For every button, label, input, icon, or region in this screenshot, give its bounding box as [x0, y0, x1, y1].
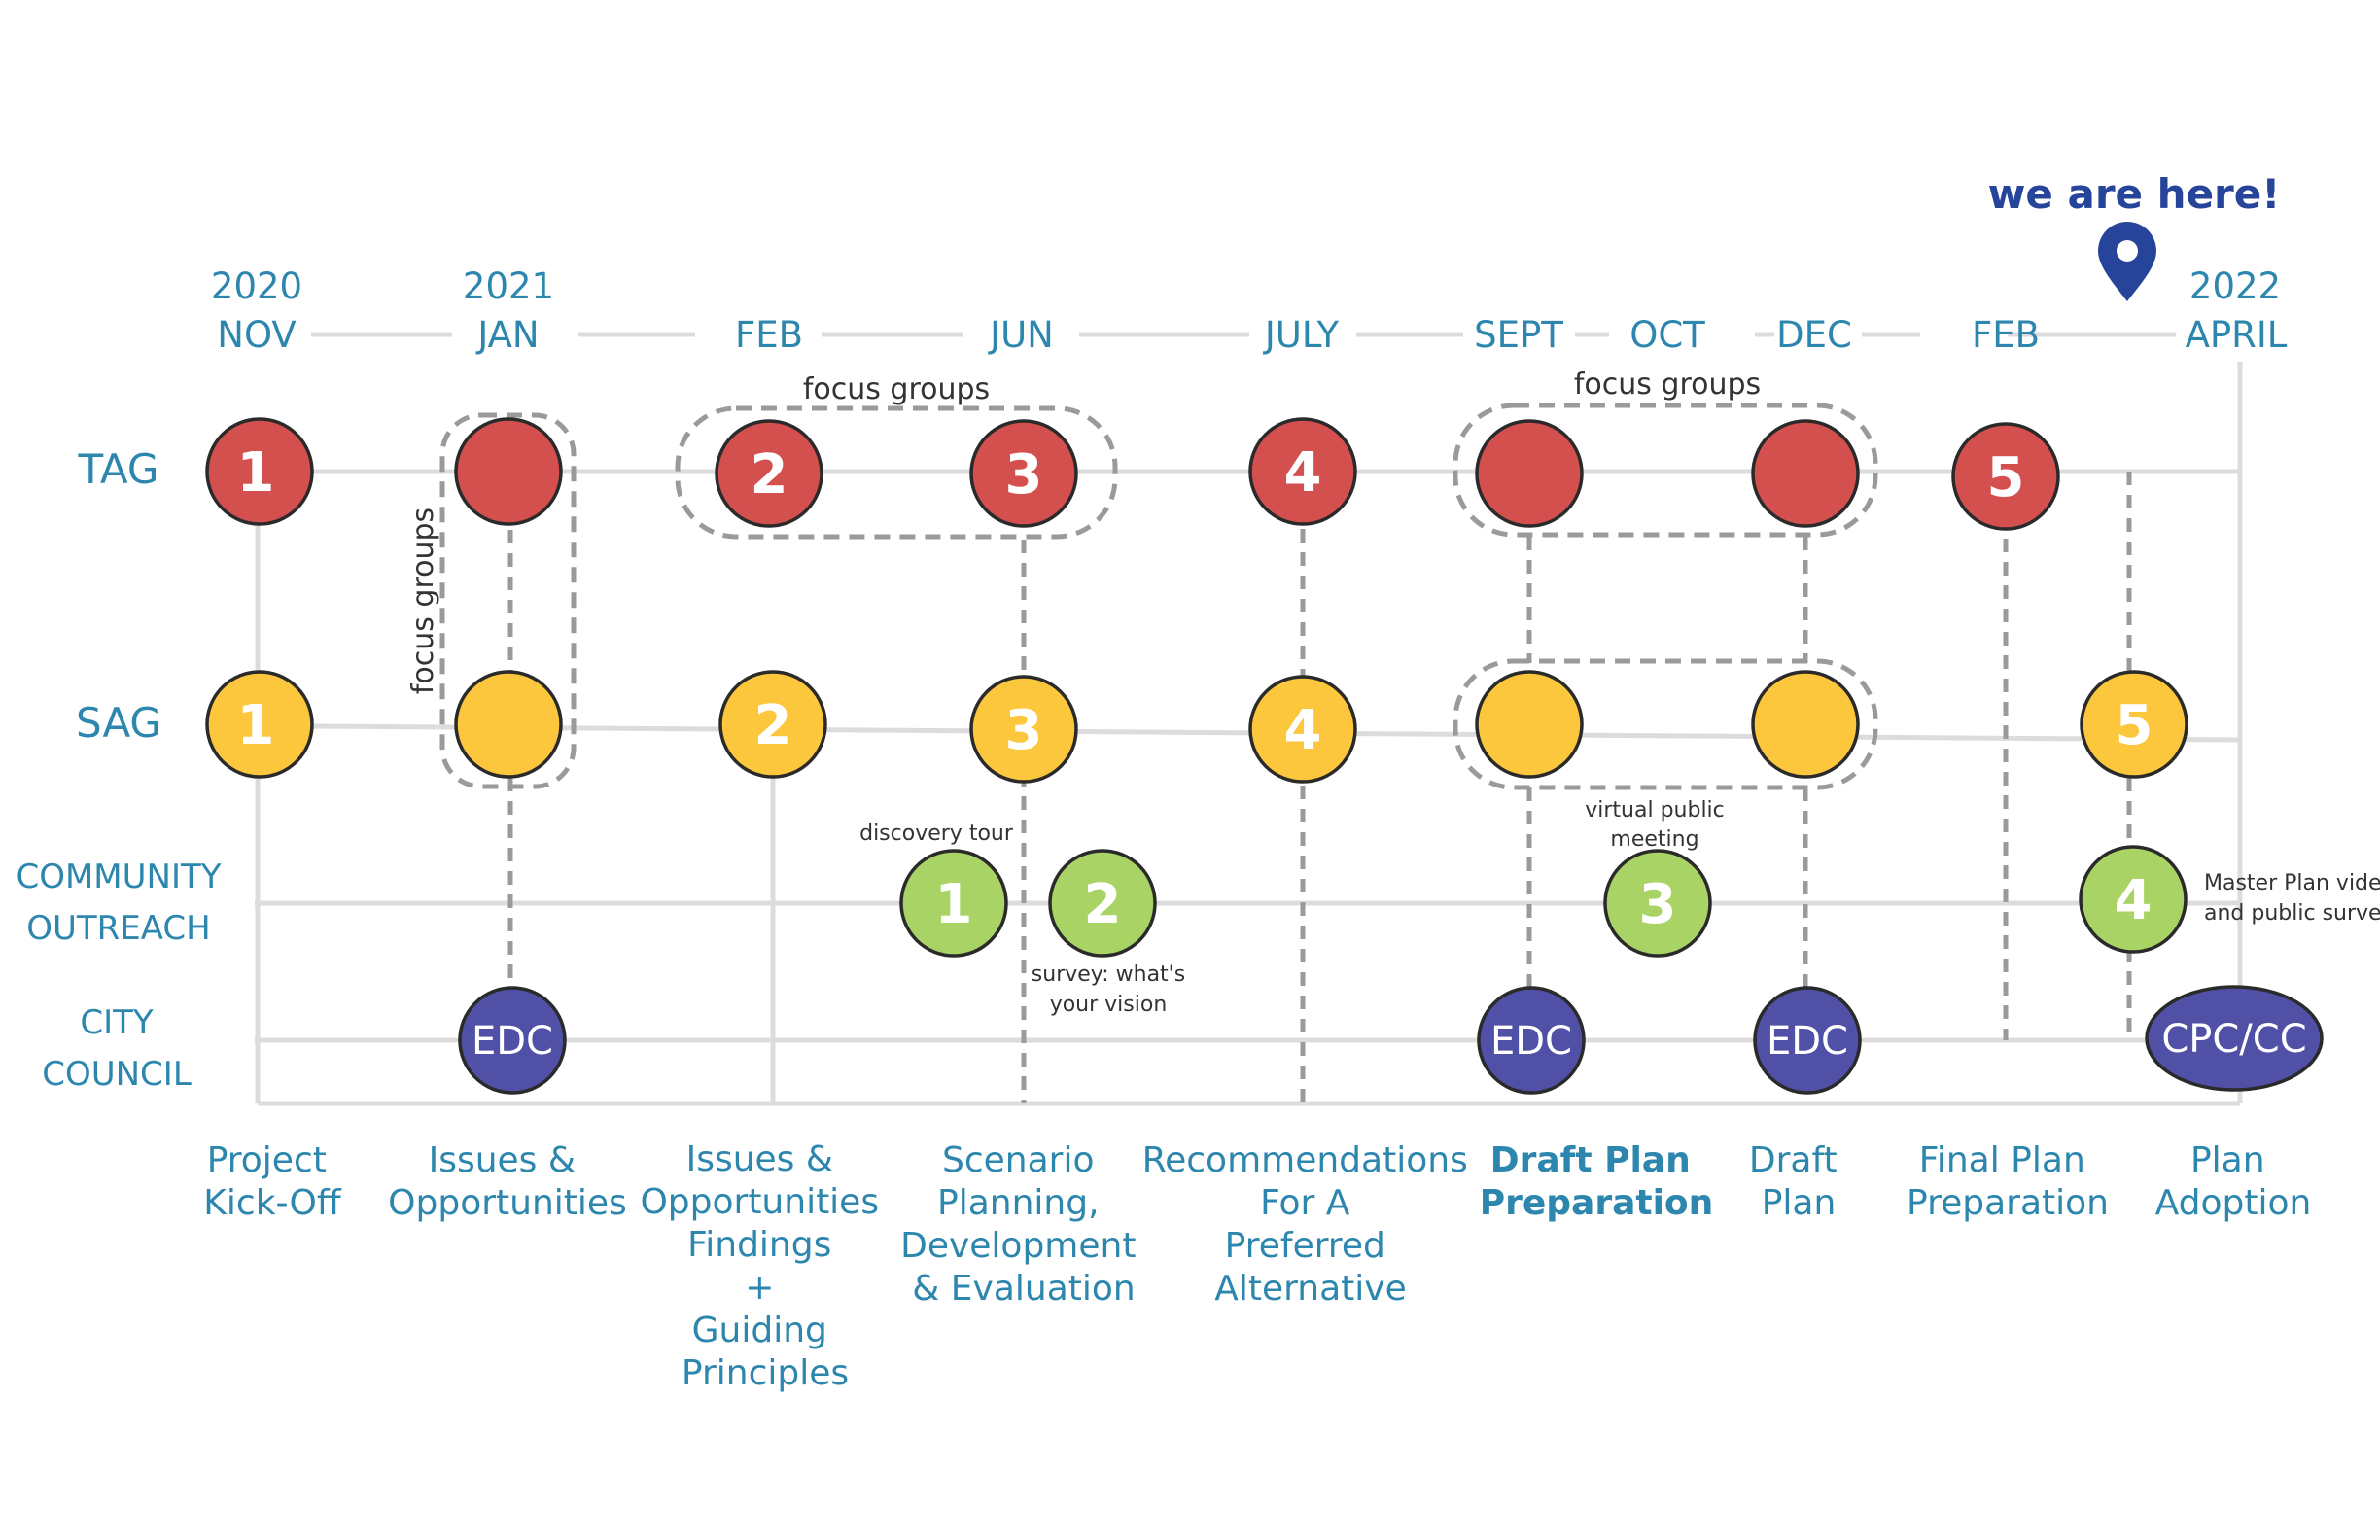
- month-july: JULY: [1263, 314, 1340, 356]
- tag-meeting-number: 3: [1005, 443, 1043, 507]
- sag-meeting-number: 3: [1005, 699, 1043, 762]
- location-pin-icon: [2098, 222, 2156, 301]
- council-meeting-label: EDC: [1490, 1019, 1572, 1064]
- phase-label-scenario-planning: Scenario Planning, Development & Evaluat…: [900, 1140, 1147, 1309]
- tag-focus-group-node: [1751, 419, 1860, 528]
- row-label-sag: SAG: [76, 699, 161, 747]
- tag-meeting-number: 1: [237, 441, 275, 505]
- tag-meeting-node: [1951, 422, 2060, 531]
- phase-label-final-plan-preparation: Final Plan Preparation: [1907, 1140, 2109, 1223]
- row-label-tag: TAG: [78, 445, 159, 493]
- tag-meeting-node: [1248, 417, 1357, 526]
- outreach-event-number: 4: [2115, 869, 2152, 932]
- phase-label-findings-guiding-principles: Issues & Opportunities Findings + Guidin…: [640, 1139, 890, 1393]
- phase-label-project-kick-off: Project Kick-Off: [203, 1140, 342, 1223]
- outreach-event-number: 1: [935, 873, 973, 936]
- virtual-public-meeting-label: virtual public: [1585, 798, 1725, 822]
- month-feb: FEB: [735, 314, 803, 356]
- month-jan: JAN: [475, 314, 539, 356]
- tag-meeting-number: 4: [1284, 441, 1322, 505]
- phase-label-recommendations: Recommendations For A Preferred Alternat…: [1142, 1140, 1480, 1309]
- tag-meeting-number: 2: [751, 443, 788, 507]
- survey-label: your vision: [1050, 993, 1168, 1017]
- master-plan-video-label: Master Plan video: [2204, 871, 2380, 895]
- council-meeting-label: CPC/CC: [2161, 1017, 2306, 1062]
- sag-meeting-node: [718, 670, 827, 779]
- council-meeting-node: [458, 986, 567, 1095]
- tag-meeting-node: [715, 419, 823, 528]
- outreach-event-node: [1603, 849, 1712, 958]
- focus-groups-label: focus groups: [406, 508, 440, 694]
- community-outreach-row: 1 2 3 4: [899, 845, 2188, 958]
- row-label-outreach: OUTREACH: [26, 909, 211, 948]
- tag-meeting-number: 5: [1987, 446, 2025, 509]
- sag-meeting-number: 5: [2116, 694, 2153, 757]
- focus-groups-label: focus groups: [803, 372, 990, 406]
- outreach-event-number: 3: [1639, 873, 1677, 936]
- tag-meeting-node: [969, 419, 1078, 528]
- row-label-council: COUNCIL: [42, 1055, 192, 1094]
- sag-meeting-node: [969, 675, 1078, 784]
- virtual-public-meeting-label: meeting: [1610, 827, 1698, 852]
- sag-meeting-number: 2: [754, 694, 792, 757]
- sag-meeting-node: [2080, 670, 2188, 779]
- sag-meeting-number: 4: [1284, 699, 1322, 762]
- year-2020: 2020: [211, 265, 302, 307]
- month-oct: OCT: [1629, 314, 1705, 356]
- month-dec: DEC: [1776, 314, 1852, 356]
- row-label-community: COMMUNITY: [16, 858, 221, 896]
- year-2021: 2021: [463, 265, 554, 307]
- focus-group-boxes: [439, 402, 1878, 790]
- timeline-header: 2020 2021 2022 NOV JAN FEB JUN JULY SEPT…: [211, 265, 2288, 356]
- outreach-event-number: 2: [1084, 873, 1122, 936]
- tag-focus-group-node: [1475, 419, 1584, 528]
- council-meeting-label: EDC: [472, 1019, 553, 1064]
- sag-focus-group-node: [1751, 670, 1860, 779]
- council-meeting-label: EDC: [1767, 1019, 1848, 1064]
- month-nov: NOV: [217, 314, 296, 356]
- sag-focus-group-node: [1475, 670, 1584, 779]
- outreach-event-node: [899, 849, 1008, 958]
- month-jun: JUN: [988, 314, 1054, 356]
- sag-meeting-node: [205, 670, 314, 779]
- tag-focus-group-node: [454, 417, 563, 526]
- phase-label-draft-plan: Draft Plan: [1749, 1140, 1848, 1223]
- survey-label: survey: what's: [1032, 962, 1185, 987]
- outreach-event-node: [2079, 845, 2188, 954]
- row-label-city: CITY: [80, 1003, 154, 1042]
- dashed-connectors: [508, 472, 2132, 1103]
- discovery-tour-label: discovery tour: [859, 822, 1014, 846]
- council-meeting-node: [1753, 986, 1862, 1095]
- sag-row: 1 2 3 4 5: [205, 670, 2188, 784]
- phase-label-issues-opportunities: Issues & Opportunities: [388, 1140, 627, 1223]
- year-2022: 2022: [2189, 265, 2281, 307]
- council-meeting-node: [1477, 986, 1586, 1095]
- master-plan-video-label: and public survey: [2204, 901, 2380, 926]
- sag-meeting-number: 1: [237, 694, 275, 757]
- month-feb-2022: FEB: [1972, 314, 2040, 356]
- timeline-lines: [255, 332, 2243, 1106]
- we-are-here-marker: we are here!: [1988, 170, 2281, 301]
- phase-label-plan-adoption: Plan Adoption: [2155, 1140, 2312, 1223]
- we-are-here-label: we are here!: [1988, 170, 2281, 218]
- phase-label-draft-plan-preparation: Draft Plan Preparation: [1480, 1140, 1714, 1223]
- focus-groups-label: focus groups: [1574, 368, 1761, 402]
- outreach-event-node: [1048, 849, 1157, 958]
- sag-meeting-node: [1248, 675, 1357, 784]
- sag-focus-group-node: [454, 670, 563, 779]
- city-council-row: EDC EDC EDC CPC/CC: [458, 985, 2324, 1095]
- tag-meeting-node: [205, 417, 314, 526]
- tag-row: 1 2 3 4 5: [205, 417, 2060, 531]
- phase-labels: Project Kick-Off Issues & Opportunities …: [203, 1139, 2311, 1393]
- annotations: focus groups focus groups focus groups d…: [406, 368, 2380, 1017]
- council-meeting-node: [2145, 985, 2324, 1092]
- month-april: APRIL: [2186, 314, 2288, 356]
- row-labels: TAG SAG COMMUNITY OUTREACH CITY COUNCIL: [16, 445, 221, 1094]
- month-sept: SEPT: [1474, 314, 1563, 356]
